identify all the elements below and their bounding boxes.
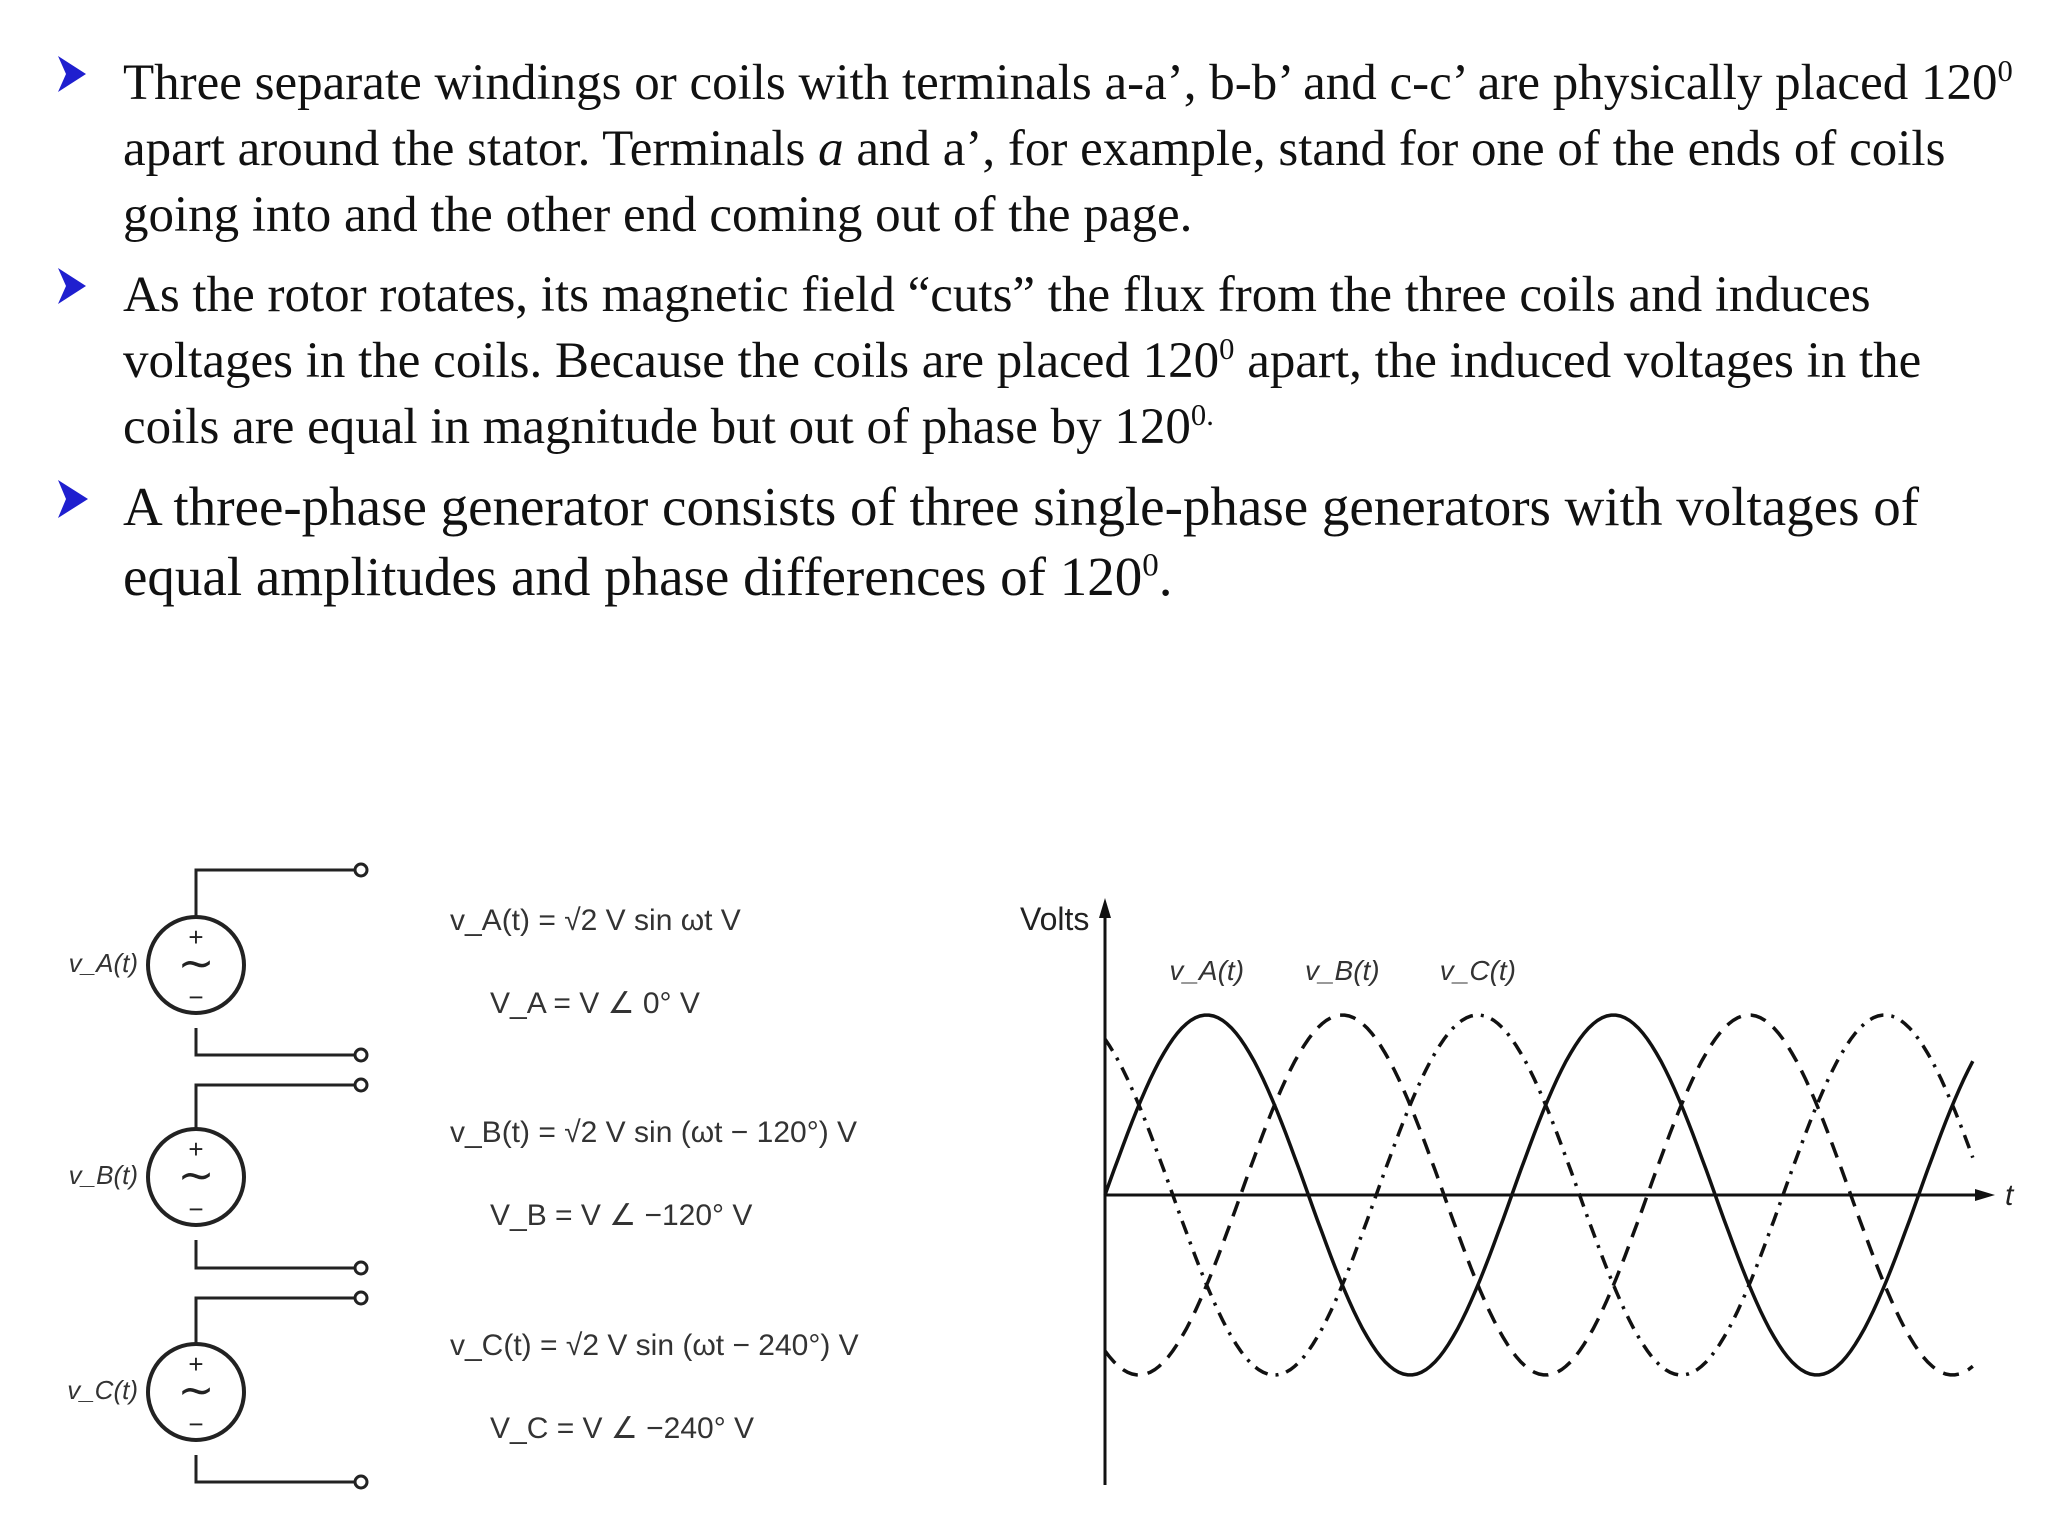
source-label: v_C(t) <box>67 1375 138 1405</box>
series-label-3: v_C(t) <box>1440 955 1516 986</box>
arrow-bullet-icon <box>58 56 86 92</box>
minus-sign: − <box>188 1409 203 1439</box>
minus-sign: − <box>188 982 203 1012</box>
equation-vc-phasor: V_C = V ∠ −240° V <box>490 1412 754 1445</box>
source-label: v_A(t) <box>69 948 138 978</box>
series-label-2: v_B(t) <box>1305 955 1380 986</box>
arrow-bullet-icon <box>58 268 86 304</box>
series-labels: v_A(t) v_B(t) v_C(t) <box>1169 955 1516 986</box>
ac-source-icon: ∼ <box>178 1151 215 1200</box>
bullet-text-1: Three separate windings or coils with te… <box>123 54 2013 243</box>
y-axis-label: Volts <box>1020 901 1089 937</box>
series-line-2 <box>1103 1013 1974 1377</box>
x-axis-arrow-icon <box>1975 1189 1995 1201</box>
equation-vb-phasor: V_B = V ∠ −120° V <box>490 1199 752 1232</box>
series-label-1: v_A(t) <box>1169 955 1244 986</box>
ac-source-icon: ∼ <box>178 1366 215 1415</box>
x-axis-label: t <box>2005 1179 2015 1212</box>
equations-panel: v_A(t) = √2 V sin ωt V V_A = V ∠ 0° V v_… <box>450 904 859 1445</box>
arrow-bullet-icon <box>58 480 88 518</box>
ac-source-icon: ∼ <box>178 939 215 988</box>
voltage-source-c: + ∼ − v_C(t) <box>67 1342 246 1442</box>
series-layer <box>1103 1013 1975 1377</box>
plus-sign: + <box>188 1349 203 1379</box>
voltage-source-a: + ∼ − v_A(t) <box>69 915 246 1015</box>
series-line-3 <box>1103 1013 1975 1377</box>
equation-vb-time: v_B(t) = √2 V sin (ωt − 120°) V <box>450 1116 857 1149</box>
bullet-text-3: A three-phase generator consists of thre… <box>123 476 1920 607</box>
plus-sign: + <box>188 1134 203 1164</box>
three-phase-waveform-chart: Volts t v_A(t) v_B(t) v_C(t) <box>1020 898 2015 1485</box>
plus-sign: + <box>188 922 203 952</box>
equation-va-time: v_A(t) = √2 V sin ωt V <box>450 904 741 937</box>
terminals <box>353 862 369 1490</box>
bullet-text-2: As the rotor rotates, its magnetic field… <box>123 267 1922 455</box>
source-label: v_B(t) <box>69 1160 138 1190</box>
minus-sign: − <box>188 1194 203 1224</box>
voltage-source-b: + ∼ − v_B(t) <box>69 1127 246 1227</box>
series-line-1 <box>1103 1013 1975 1377</box>
equation-vc-time: v_C(t) = √2 V sin (ωt − 240°) V <box>450 1329 859 1362</box>
y-axis-arrow-icon <box>1099 898 1111 918</box>
equation-va-phasor: V_A = V ∠ 0° V <box>490 987 700 1020</box>
three-phase-source-diagram: + ∼ − v_A(t) + ∼ − v_B(t) + ∼ − v_C(t) <box>67 862 369 1490</box>
